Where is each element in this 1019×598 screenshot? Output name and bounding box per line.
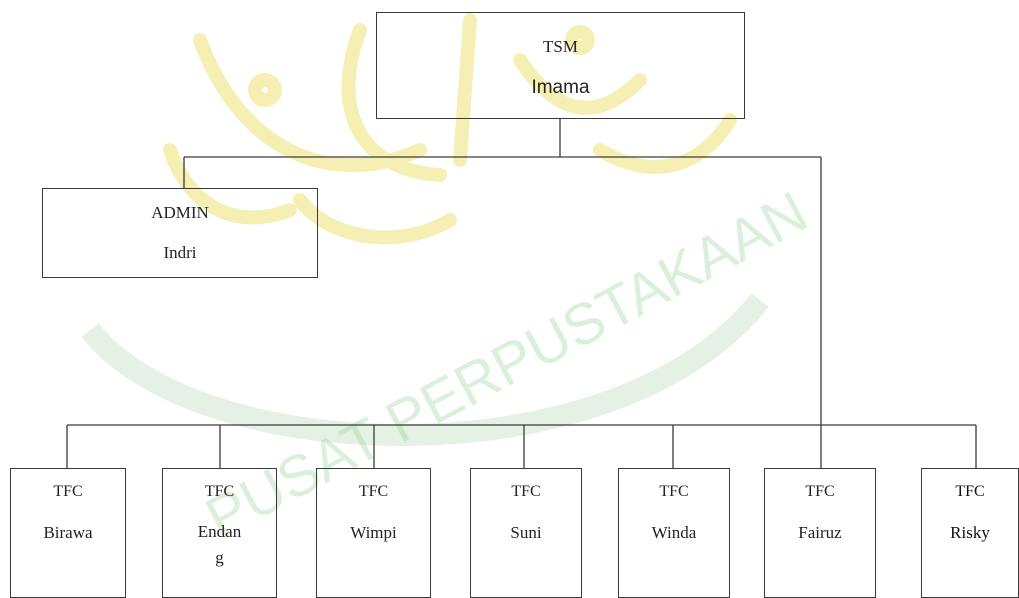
tfc-role: TFC [922, 483, 1018, 501]
tfc-role: TFC [765, 483, 875, 501]
tfc-role: TFC [619, 483, 729, 501]
tfc-name: Wimpi [317, 523, 430, 543]
tsm-name: Imama [377, 77, 744, 99]
tfc-role: TFC [11, 483, 125, 501]
tfc-role: TFC [163, 483, 276, 501]
tfc-role: TFC [317, 483, 430, 501]
admin-box: ADMIN Indri [42, 188, 318, 278]
tfc-box-endang: TFC Endang [162, 468, 277, 598]
tfc-name: Risky [922, 523, 1018, 543]
tfc-box-risky: TFC Risky [921, 468, 1019, 598]
tfc-name: Birawa [11, 523, 125, 543]
admin-name: Indri [43, 243, 317, 263]
tfc-name: Suni [471, 523, 581, 543]
tfc-role: TFC [471, 483, 581, 501]
tsm-role: TSM [377, 37, 744, 57]
admin-role: ADMIN [43, 203, 317, 223]
tfc-name: Winda [619, 523, 729, 543]
tfc-name: Fairuz [765, 523, 875, 543]
tfc-box-suni: TFC Suni [470, 468, 582, 598]
tfc-box-fairuz: TFC Fairuz [764, 468, 876, 598]
tfc-box-wimpi: TFC Wimpi [316, 468, 431, 598]
tsm-box: TSM Imama [376, 12, 745, 119]
tfc-box-winda: TFC Winda [618, 468, 730, 598]
tfc-name: Endang [196, 519, 244, 571]
tfc-box-birawa: TFC Birawa [10, 468, 126, 598]
